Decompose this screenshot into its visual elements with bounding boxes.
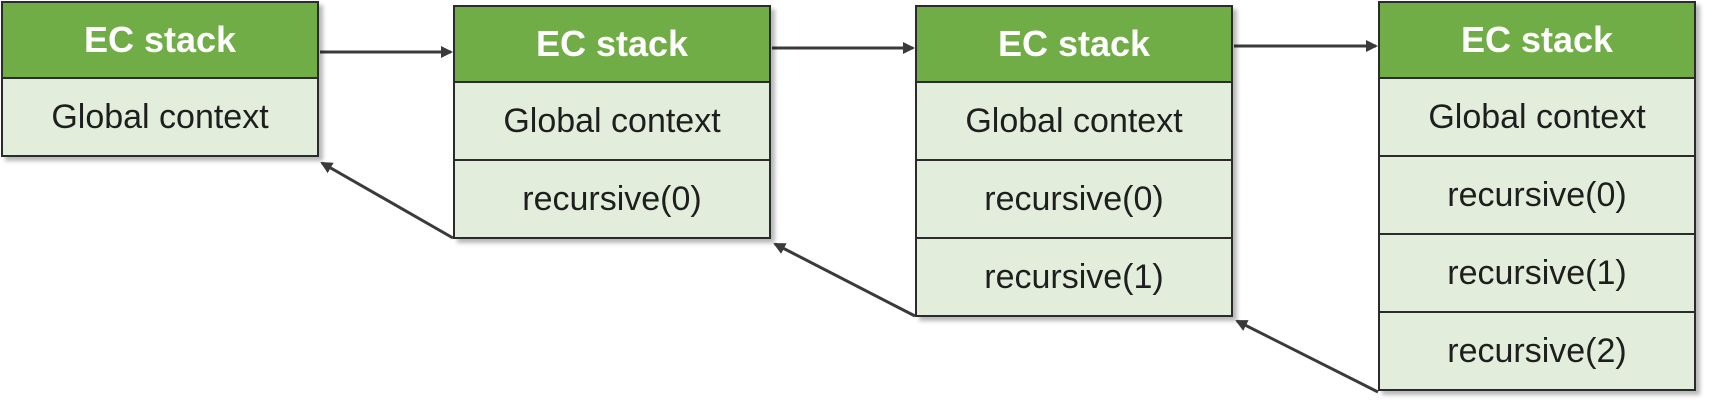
stack-frame-recursive-2: recursive(2) bbox=[1447, 331, 1627, 370]
stack-frame-recursive-0: recursive(0) bbox=[1380, 157, 1694, 235]
pop-arrow-2 bbox=[773, 242, 916, 318]
stack-frame-global-context: Global context bbox=[1380, 79, 1694, 157]
ec-stack-title: EC stack bbox=[917, 7, 1231, 83]
stack-frame-recursive-0: recursive(0) bbox=[917, 161, 1231, 239]
ec-stack-1: EC stack Global context bbox=[1, 1, 319, 157]
stack-frame-recursive-0: recursive(0) bbox=[522, 179, 702, 218]
ec-stack-2: EC stack Global context recursive(0) bbox=[453, 5, 771, 239]
ec-stack-3: EC stack Global context recursive(0) rec… bbox=[915, 5, 1233, 317]
stack-frame-global-context: Global context bbox=[917, 83, 1231, 161]
ec-stack-title: EC stack bbox=[3, 3, 317, 79]
stack-frame-global-context: Global context bbox=[455, 83, 769, 161]
stack-frame-global-context: Global context bbox=[51, 97, 269, 136]
pop-arrow-1 bbox=[320, 161, 454, 240]
stack-frame-recursive-1: recursive(1) bbox=[984, 257, 1164, 296]
ec-stack-title: EC stack bbox=[455, 7, 769, 83]
pop-arrow-3 bbox=[1235, 319, 1379, 394]
stack-frame-recursive-1: recursive(1) bbox=[1380, 235, 1694, 313]
ec-stack-4: EC stack Global context recursive(0) rec… bbox=[1378, 1, 1696, 391]
ec-stack-title: EC stack bbox=[1380, 3, 1694, 79]
